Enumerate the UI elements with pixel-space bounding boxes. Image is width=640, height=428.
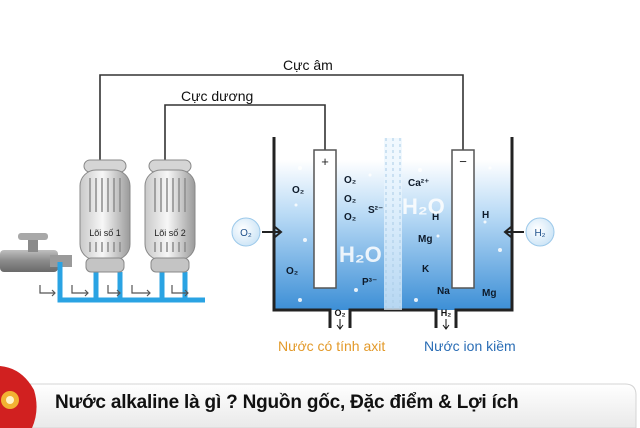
negative-wire-label: Cực âm — [283, 57, 333, 73]
water-formula-right: H₂O — [402, 194, 445, 219]
flow-arrows — [39, 285, 189, 297]
positive-electrode: + — [313, 149, 337, 289]
negative-electrode: − — [451, 149, 475, 289]
plus-label: + — [321, 154, 329, 169]
o2-outlet: O₂ — [335, 308, 346, 330]
left-ion: O₂ — [344, 175, 356, 186]
positive-wire-label: Cực dương — [181, 88, 253, 104]
h2-input: H₂ — [503, 217, 555, 247]
right-ion: Ca²⁺ — [408, 178, 429, 189]
bubbles — [294, 166, 502, 302]
h2-input-label: H₂ — [534, 228, 545, 239]
filter1-label: Lõi số 1 — [89, 228, 121, 238]
o2-input: O₂ — [231, 217, 283, 247]
right-ion: Mg — [482, 288, 496, 299]
filter2-label: Lõi số 2 — [154, 228, 186, 238]
h2-outlet-label: H₂ — [441, 308, 452, 318]
inlet-pipes — [57, 262, 205, 303]
filter-cartridge-1: Lõi số 1 — [79, 159, 131, 273]
o2-input-label: O₂ — [240, 228, 252, 239]
right-ion: H — [482, 210, 489, 221]
right-ion: K — [422, 264, 430, 275]
left-ion: O₂ — [344, 212, 356, 223]
acid-water-caption: Nước có tính axit — [278, 338, 385, 354]
o2-outlet-label: O₂ — [335, 308, 346, 318]
alkaline-water-caption: Nước ion kiềm — [424, 338, 516, 354]
filter-cartridge-2: Lõi số 2 — [144, 159, 196, 273]
left-ion: S²⁻ — [368, 205, 383, 216]
wires — [99, 74, 464, 160]
membrane — [384, 138, 402, 310]
minus-label: − — [459, 154, 467, 169]
faucet-icon — [0, 233, 72, 272]
right-ion: Mg — [418, 234, 432, 245]
page-title: Nước alkaline là gì ? Nguồn gốc, Đặc điể… — [55, 392, 519, 413]
water-formula-left: H₂O — [339, 242, 382, 267]
left-ion: O₂ — [286, 266, 298, 277]
h2-outlet: H₂ — [441, 308, 452, 330]
right-ion: H — [432, 212, 439, 223]
left-ion: O₂ — [344, 194, 356, 205]
left-ion: O₂ — [292, 185, 304, 196]
left-ion: P³⁻ — [362, 277, 377, 288]
title-banner — [0, 366, 637, 428]
right-ion: Na — [437, 286, 450, 297]
